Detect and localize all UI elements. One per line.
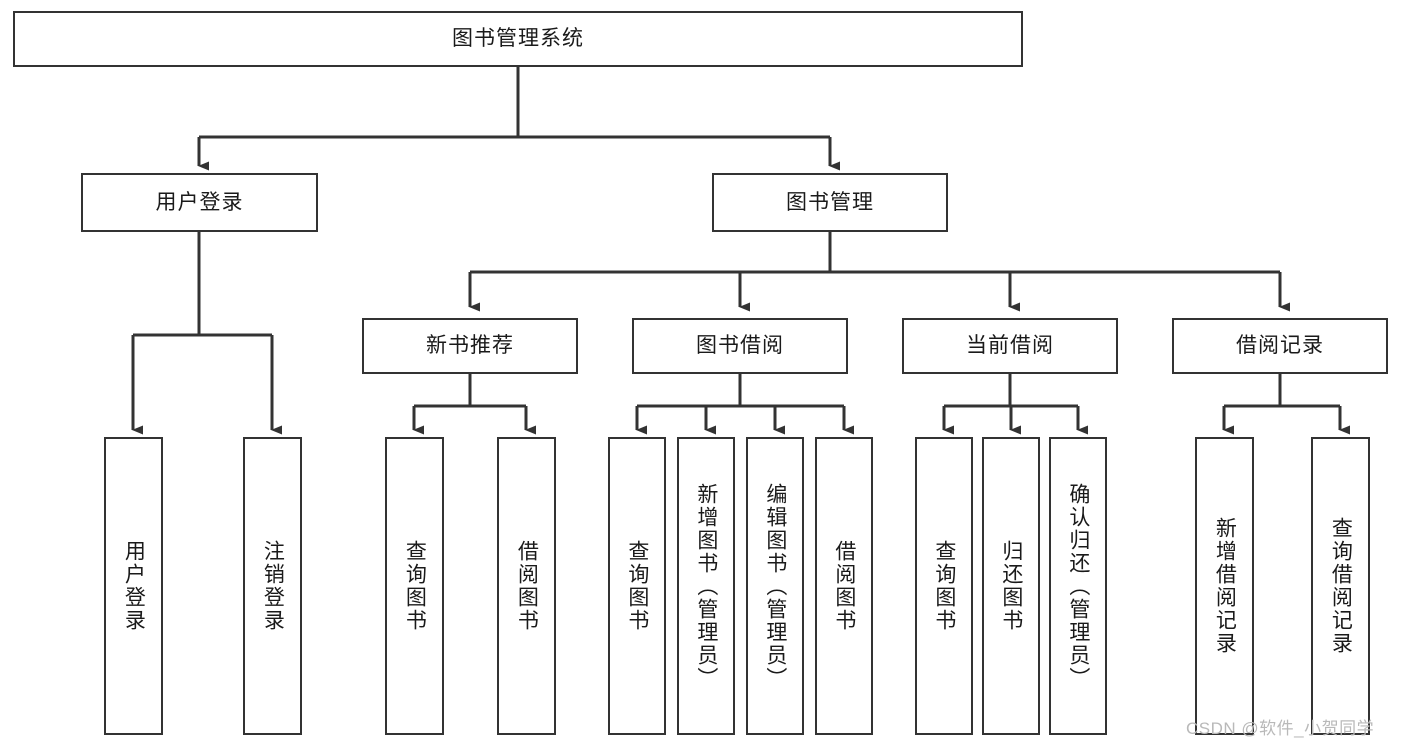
node-label: 查询借阅记录 xyxy=(1329,517,1353,655)
node-label: 编辑图书（管理员） xyxy=(763,482,787,690)
node-label: 借阅记录 xyxy=(1236,334,1324,358)
node-label: 图书管理 xyxy=(786,190,874,214)
node-label: 图书管理系统 xyxy=(452,27,584,51)
node-book-borrow[interactable]: 图书借阅 xyxy=(632,318,848,374)
node-label: 借阅图书 xyxy=(832,540,856,632)
node-leaf-borrow-book-borrow[interactable]: 借阅图书 xyxy=(815,437,873,735)
node-root-book-management-system[interactable]: 图书管理系统 xyxy=(13,11,1023,67)
node-label: 查询图书 xyxy=(932,540,956,632)
node-borrow-record[interactable]: 借阅记录 xyxy=(1172,318,1388,374)
node-leaf-logout[interactable]: 注销登录 xyxy=(243,437,302,735)
node-label: 归还图书 xyxy=(999,540,1023,632)
node-label: 注销登录 xyxy=(261,540,285,632)
node-leaf-query-borrow-record[interactable]: 查询借阅记录 xyxy=(1311,437,1370,735)
node-leaf-query-book-recommend[interactable]: 查询图书 xyxy=(385,437,444,735)
node-leaf-return-book[interactable]: 归还图书 xyxy=(982,437,1040,735)
node-label: 新书推荐 xyxy=(426,334,514,358)
node-label: 借阅图书 xyxy=(515,540,539,632)
node-label: 用户登录 xyxy=(122,540,146,632)
node-label: 当前借阅 xyxy=(966,334,1054,358)
node-leaf-confirm-return-admin[interactable]: 确认归还（管理员） xyxy=(1049,437,1107,735)
node-leaf-add-borrow-record[interactable]: 新增借阅记录 xyxy=(1195,437,1254,735)
node-leaf-add-book-admin[interactable]: 新增图书（管理员） xyxy=(677,437,735,735)
node-leaf-user-login[interactable]: 用户登录 xyxy=(104,437,163,735)
node-label: 查询图书 xyxy=(403,540,427,632)
node-leaf-query-book-borrow[interactable]: 查询图书 xyxy=(608,437,666,735)
node-label: 确认归还（管理员） xyxy=(1066,482,1090,690)
node-current-borrow[interactable]: 当前借阅 xyxy=(902,318,1118,374)
node-label: 图书借阅 xyxy=(696,334,784,358)
node-user-login[interactable]: 用户登录 xyxy=(81,173,318,232)
node-new-book-recommend[interactable]: 新书推荐 xyxy=(362,318,578,374)
node-label: 新增借阅记录 xyxy=(1213,517,1237,655)
node-leaf-query-book-current[interactable]: 查询图书 xyxy=(915,437,973,735)
node-leaf-borrow-book-recommend[interactable]: 借阅图书 xyxy=(497,437,556,735)
node-label: 查询图书 xyxy=(625,540,649,632)
csdn-watermark: CSDN @软件_小贺同学 xyxy=(1186,719,1375,738)
node-leaf-edit-book-admin[interactable]: 编辑图书（管理员） xyxy=(746,437,804,735)
node-label: 用户登录 xyxy=(155,190,244,214)
node-book-manage[interactable]: 图书管理 xyxy=(712,173,948,232)
node-label: 新增图书（管理员） xyxy=(694,482,718,690)
